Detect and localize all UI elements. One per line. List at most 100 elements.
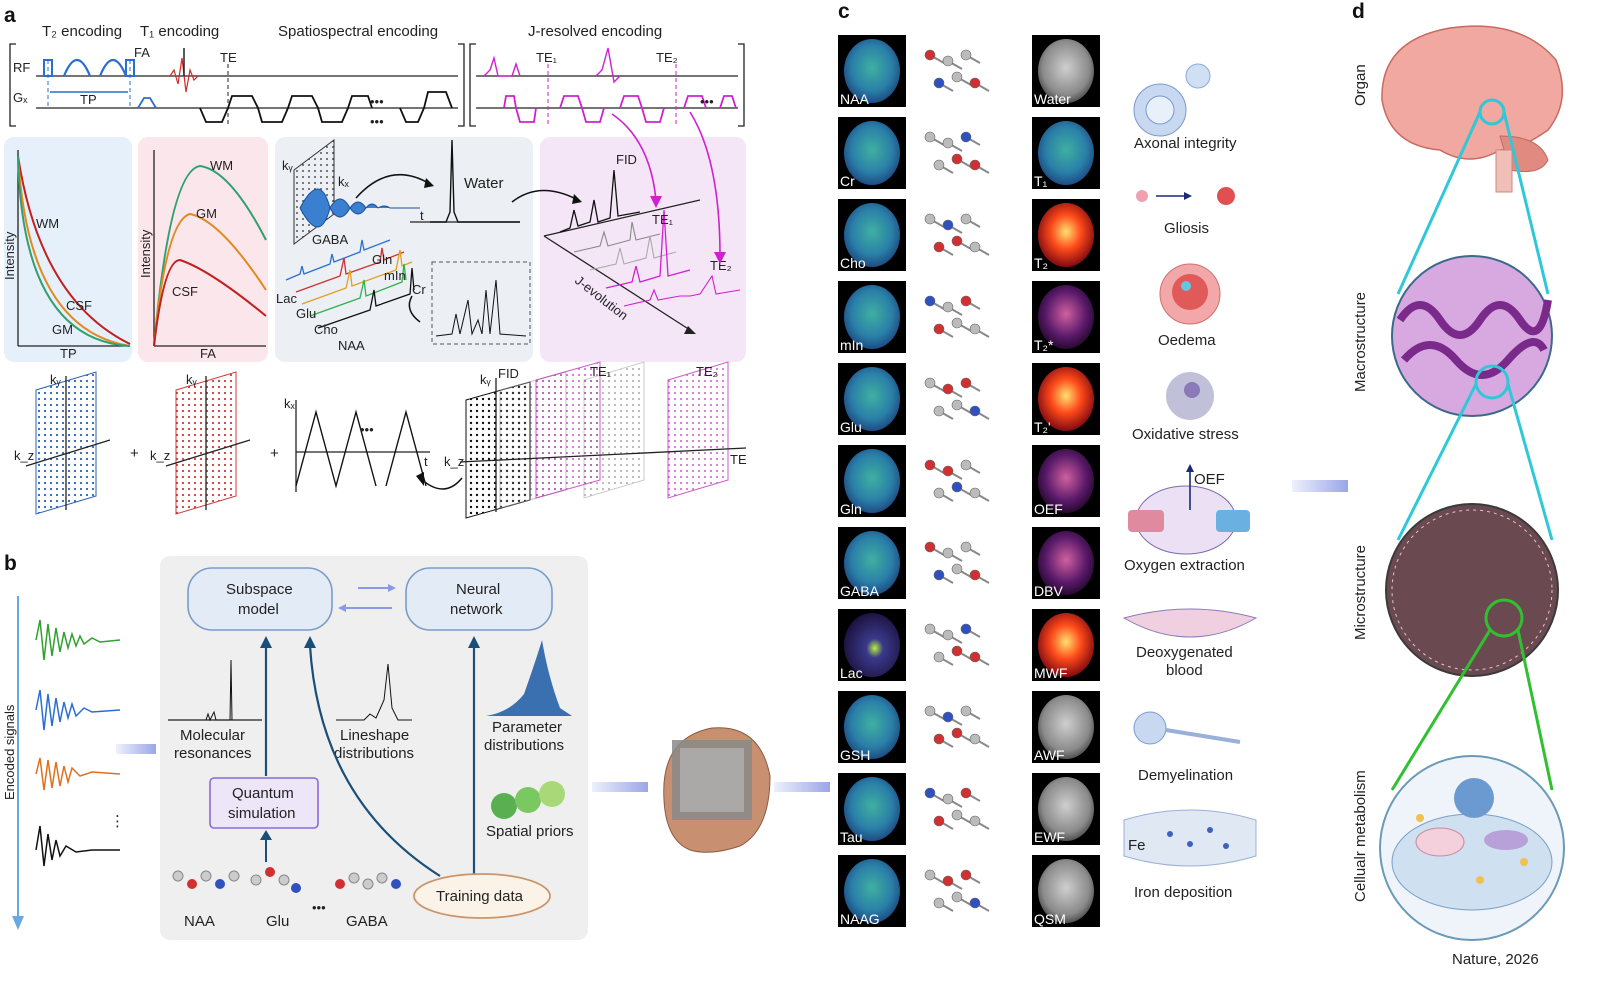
parameter-map-label: QSM	[1034, 911, 1066, 927]
brain-organ	[1381, 25, 1564, 160]
t2-curves-plot: Intensity TP WM CSF GM	[2, 137, 132, 362]
metabolite-map-tile: NAAG	[838, 855, 906, 927]
te-label: TE	[220, 50, 237, 65]
plot2-gm: GM	[196, 206, 217, 221]
gx-dots-2: •••	[370, 114, 384, 129]
ks1-kz: k_z	[14, 448, 34, 463]
parameter-map-tile: T₂'	[1032, 363, 1100, 435]
plot3-cr: Cr	[412, 282, 426, 297]
subspace-label-2: model	[238, 601, 279, 618]
scale-hierarchy: Organ Macrostructure Microstructure Cell…	[1352, 25, 1565, 941]
plot3-ky: kᵧ	[282, 158, 294, 173]
microstructure-circle	[1385, 503, 1559, 677]
encoded-signals-label: Encoded signals	[2, 704, 17, 800]
parameter-map-label: MWF	[1034, 665, 1067, 681]
jresolved-label: J-resolved encoding	[528, 23, 662, 40]
subspace-model-box[interactable]	[187, 567, 333, 631]
quantum-simulation-box[interactable]	[209, 777, 319, 829]
d-micro: Microstructure	[1352, 545, 1369, 640]
parameter-map-label: T₂	[1034, 255, 1048, 271]
bio-iron: Iron deposition	[1134, 884, 1232, 901]
panel-label-a: a	[4, 4, 16, 27]
bio-oef: OEF	[1194, 471, 1225, 488]
ks2-ky: kᵧ	[186, 372, 198, 387]
metabolite-map-tile: Tau	[838, 773, 906, 845]
biology-icons: Axonal integrity Gliosis Oedema Oxidativ…	[1122, 63, 1258, 901]
parameter-map-tile: T₁	[1032, 117, 1100, 189]
j-resolved-plot: FID TE₁ TE₂ J-evolution	[511, 111, 746, 362]
te2-seq-label: TE₂	[656, 50, 678, 65]
plot1-csf: CSF	[66, 298, 92, 313]
parameter-map-tile: QSM	[1032, 855, 1100, 927]
plot3-lac: Lac	[276, 291, 297, 306]
plot3-mln: mIn	[384, 268, 406, 283]
t1-curves-plot: Intensity FA WM GM CSF	[138, 137, 268, 362]
kspace-row: kᵧ k_z + kᵧ k_z + kₓ t ••• kᵧ k_z FID TE…	[14, 361, 747, 519]
panel-label-d: d	[1352, 0, 1365, 23]
parameter-map-label: OEF	[1034, 501, 1063, 517]
parameter-map-tile: T₂	[1032, 199, 1100, 271]
parameter-map-tile: EWF	[1032, 773, 1100, 845]
bio-fe: Fe	[1128, 837, 1146, 854]
ks3-t: t	[424, 454, 428, 469]
neural-network-box[interactable]	[405, 567, 553, 631]
molecule-structure	[924, 49, 990, 92]
parameter-map-tile: AWF	[1032, 691, 1100, 763]
gx-dots-1: •••	[370, 94, 384, 109]
metabolite-map-label: NAAG	[840, 911, 880, 927]
bio-demyelination: Demyelination	[1138, 767, 1233, 784]
plot3-water: Water	[464, 175, 503, 192]
metabolite-map-label: Cho	[840, 255, 866, 271]
ks3-kx: kₓ	[284, 396, 296, 411]
lineshape-1: Lineshape	[340, 727, 409, 744]
bio-oxygen: Oxygen extraction	[1124, 557, 1245, 574]
parameter-map-label: EWF	[1034, 829, 1065, 845]
fa-label: FA	[134, 45, 150, 60]
parameter-map-label: T₂*	[1034, 337, 1054, 353]
parameter-map-tile: MWF	[1032, 609, 1100, 681]
encoded-signals: Encoded signals ⋮	[2, 596, 156, 930]
molecule-structure	[924, 459, 990, 502]
parameter-map-label: T₂'	[1034, 419, 1051, 435]
plot3-gln: Gln	[372, 252, 392, 267]
molecule-structure	[924, 377, 990, 420]
head-render	[663, 727, 771, 853]
plot3-kx: kₓ	[338, 174, 350, 189]
d-macro: Macrostructure	[1352, 292, 1369, 392]
metabolite-map-label: GSH	[840, 747, 870, 763]
d-organ: Organ	[1352, 64, 1369, 106]
gx-label: Gₓ	[13, 90, 28, 105]
parameter-map-label: T₁	[1034, 173, 1048, 189]
rf-label: RF	[13, 60, 30, 75]
molecule-structure	[924, 869, 990, 912]
plot3-glu: Glu	[296, 306, 316, 321]
ks3-ellipsis: •••	[360, 422, 374, 437]
bio-gliosis: Gliosis	[1164, 220, 1209, 237]
metabolite-map-label: mIn	[840, 337, 863, 353]
mol-gaba: GABA	[346, 913, 388, 930]
ks2-kz: k_z	[150, 448, 170, 463]
jres-dots: •••	[700, 94, 714, 109]
param-2: distributions	[484, 737, 564, 754]
parameter-map-label: DBV	[1034, 583, 1063, 599]
bio-oxidative: Oxidative stress	[1132, 426, 1239, 443]
parameter-map-tile: OEF	[1032, 445, 1100, 517]
molecule-structure	[924, 131, 990, 174]
ks4-te1: TE₁	[590, 364, 612, 379]
quantum-2: simulation	[228, 805, 296, 822]
plot4-fid: FID	[616, 152, 637, 167]
d-cell: Cellualr metabolism	[1352, 770, 1369, 902]
metabolite-map-label: Gln	[840, 501, 862, 517]
plot2-csf: CSF	[172, 284, 198, 299]
mol-res-1: Molecular	[180, 727, 245, 744]
ks-plus-2: +	[270, 445, 279, 462]
parameter-map-tile: DBV	[1032, 527, 1100, 599]
spatiospectral-label: Spatiospectral encoding	[278, 23, 438, 40]
metabolite-map-label: Cr	[840, 173, 855, 189]
neural-label-1: Neural	[456, 581, 500, 598]
training-data-box[interactable]	[413, 873, 551, 919]
t2-encoding-label: T₂ encoding	[42, 23, 122, 40]
plot4-te2: TE₂	[710, 258, 732, 273]
metabolite-map-label: NAA	[840, 91, 869, 107]
